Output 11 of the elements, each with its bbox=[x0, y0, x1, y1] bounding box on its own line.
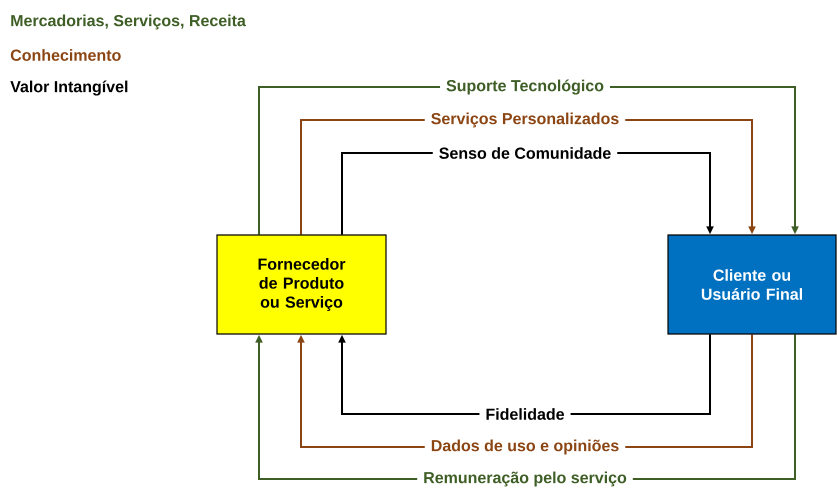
edge-label: Suporte Tecnológico bbox=[440, 78, 610, 96]
legend-entry: Valor Intangível bbox=[10, 80, 128, 96]
edge-label: Serviços Personalizados bbox=[424, 112, 626, 128]
edge-label: Remuneração pelo serviço bbox=[417, 470, 633, 488]
process-box: Fornecedor de Produto ou Serviço bbox=[216, 234, 387, 335]
edge-label: Fidelidade bbox=[479, 407, 571, 421]
edge-label: Senso de Comunidade bbox=[432, 146, 618, 160]
legend-entry: Conhecimento bbox=[10, 49, 121, 61]
process-box: Cliente ou Usuário Final bbox=[667, 234, 837, 335]
legend-entry: Mercadorias, Serviços, Receita bbox=[11, 14, 246, 30]
edge-label: Dados de uso e opiniões bbox=[424, 438, 626, 456]
